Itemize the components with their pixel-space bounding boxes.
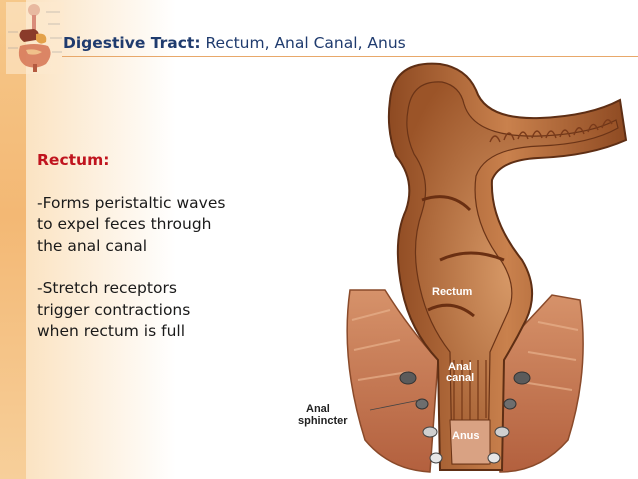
bullet-1-line-2: to expel feces through bbox=[37, 215, 212, 233]
bullet-2-line-1: -Stretch receptors bbox=[37, 279, 177, 297]
accent-fade bbox=[26, 0, 176, 479]
label-anal-sphincter-line-2: sphincter bbox=[298, 415, 348, 427]
slide-title: Digestive Tract: Rectum, Anal Canal, Anu… bbox=[63, 34, 406, 52]
bullet-1-line-3: the anal canal bbox=[37, 236, 148, 255]
bullet-2-line-2: trigger contractions bbox=[37, 300, 191, 319]
bullet-1-line-1: -Forms peristaltic waves bbox=[37, 193, 226, 212]
title-rest: Rectum, Anal Canal, Anus bbox=[205, 34, 406, 52]
rectum-illustration bbox=[346, 62, 628, 473]
label-rectum: Rectum bbox=[432, 286, 473, 298]
label-anal-canal-line-1: Anal bbox=[448, 361, 472, 373]
rectum-anatomy-figure: Rectum Anal canal Anal sphincter Anus bbox=[290, 60, 638, 479]
title-underline bbox=[62, 56, 638, 57]
label-anal-canal-line-2: canal bbox=[446, 372, 475, 384]
label-anus: Anus bbox=[452, 430, 480, 442]
section-heading: Rectum: bbox=[37, 151, 110, 169]
label-anal-sphincter-line-1: Anal bbox=[306, 403, 330, 415]
bullet-2-line-3: when rectum is full bbox=[37, 322, 186, 340]
accent-band bbox=[0, 0, 26, 479]
title-bold: Digestive Tract: bbox=[63, 34, 201, 52]
slide-body: Rectum: -Forms peristaltic waves to expe… bbox=[37, 150, 277, 343]
digestive-system-thumbnail-icon bbox=[6, 2, 64, 74]
